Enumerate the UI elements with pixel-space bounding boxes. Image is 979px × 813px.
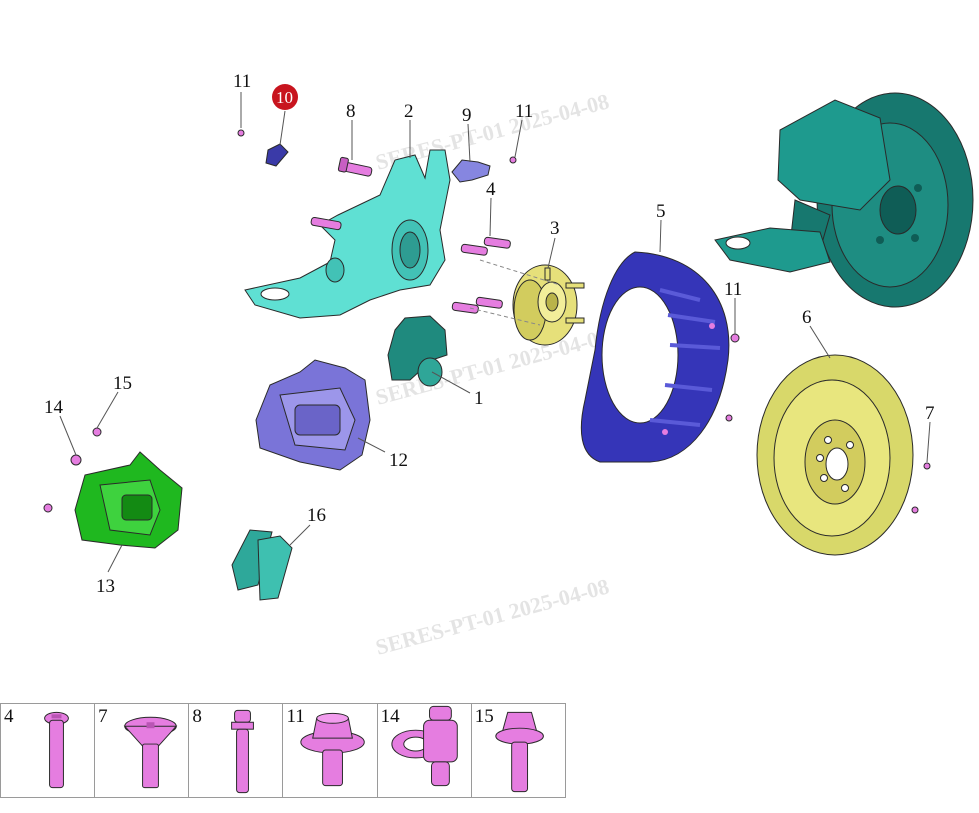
callout-4: 4 [486,179,496,200]
long-flange-bolt-icon [44,711,69,789]
flange-hex-nut-bolt-icon [300,712,366,787]
legend-cell-4: 4 [0,703,96,798]
hub-bolts-4 [451,236,511,314]
caliper-12 [255,359,371,471]
brake-disc-6 [756,354,914,556]
legend-number: 8 [192,706,202,727]
callout-15: 15 [113,373,132,394]
callout-10-badge [272,84,298,110]
leader-lines [59,92,931,573]
legend-number: 11 [286,706,305,727]
legend-number: 15 [474,706,494,727]
callout-13: 13 [96,576,115,597]
callout-7: 7 [925,403,935,424]
legend-cell-15: 15 [470,703,567,798]
banjo-bolt-icon [391,705,458,787]
callout-10: 10 [276,88,293,107]
legend-number: 14 [380,706,400,727]
fastener-legend: 4 7 8 11 [0,703,567,798]
legend-cell-7: 7 [94,703,190,798]
dust-shield-5 [580,251,730,463]
legend-number: 4 [4,706,14,727]
callout-11c: 11 [724,279,742,300]
callout-11b: 11 [515,101,533,122]
hex-flange-bolt-icon [495,711,544,793]
guide-pin-bolt-icon [231,709,255,794]
legend-number: 7 [98,706,108,727]
callout-11a: 11 [233,71,251,92]
callout-1: 1 [474,388,484,409]
legend-cell-8: 8 [188,703,284,798]
countersunk-screw-icon [123,716,178,789]
caliper-13 [74,451,183,549]
callout-16: 16 [307,505,326,526]
steering-knuckle [244,149,451,319]
callout-5: 5 [656,201,666,222]
callout-8: 8 [346,101,356,122]
legend-cell-14: 14 [376,703,472,798]
legend-cell-11: 11 [282,703,378,798]
callout-12: 12 [389,450,408,471]
brake-pads-16 [231,529,293,601]
wheel-speed-sensor [237,129,289,167]
guide-bolt-8 [310,156,373,231]
watermark-3: SERES-PT-01 2025-04-08 [373,573,612,659]
callout-6: 6 [802,307,812,328]
assembled-brake-view [714,92,974,308]
callout-3: 3 [550,218,560,239]
parking-actuator-1 [387,315,448,387]
bracket-9 [451,159,491,183]
callout-14: 14 [44,397,64,418]
callout-2: 2 [404,101,414,122]
callout-9: 9 [462,105,472,126]
